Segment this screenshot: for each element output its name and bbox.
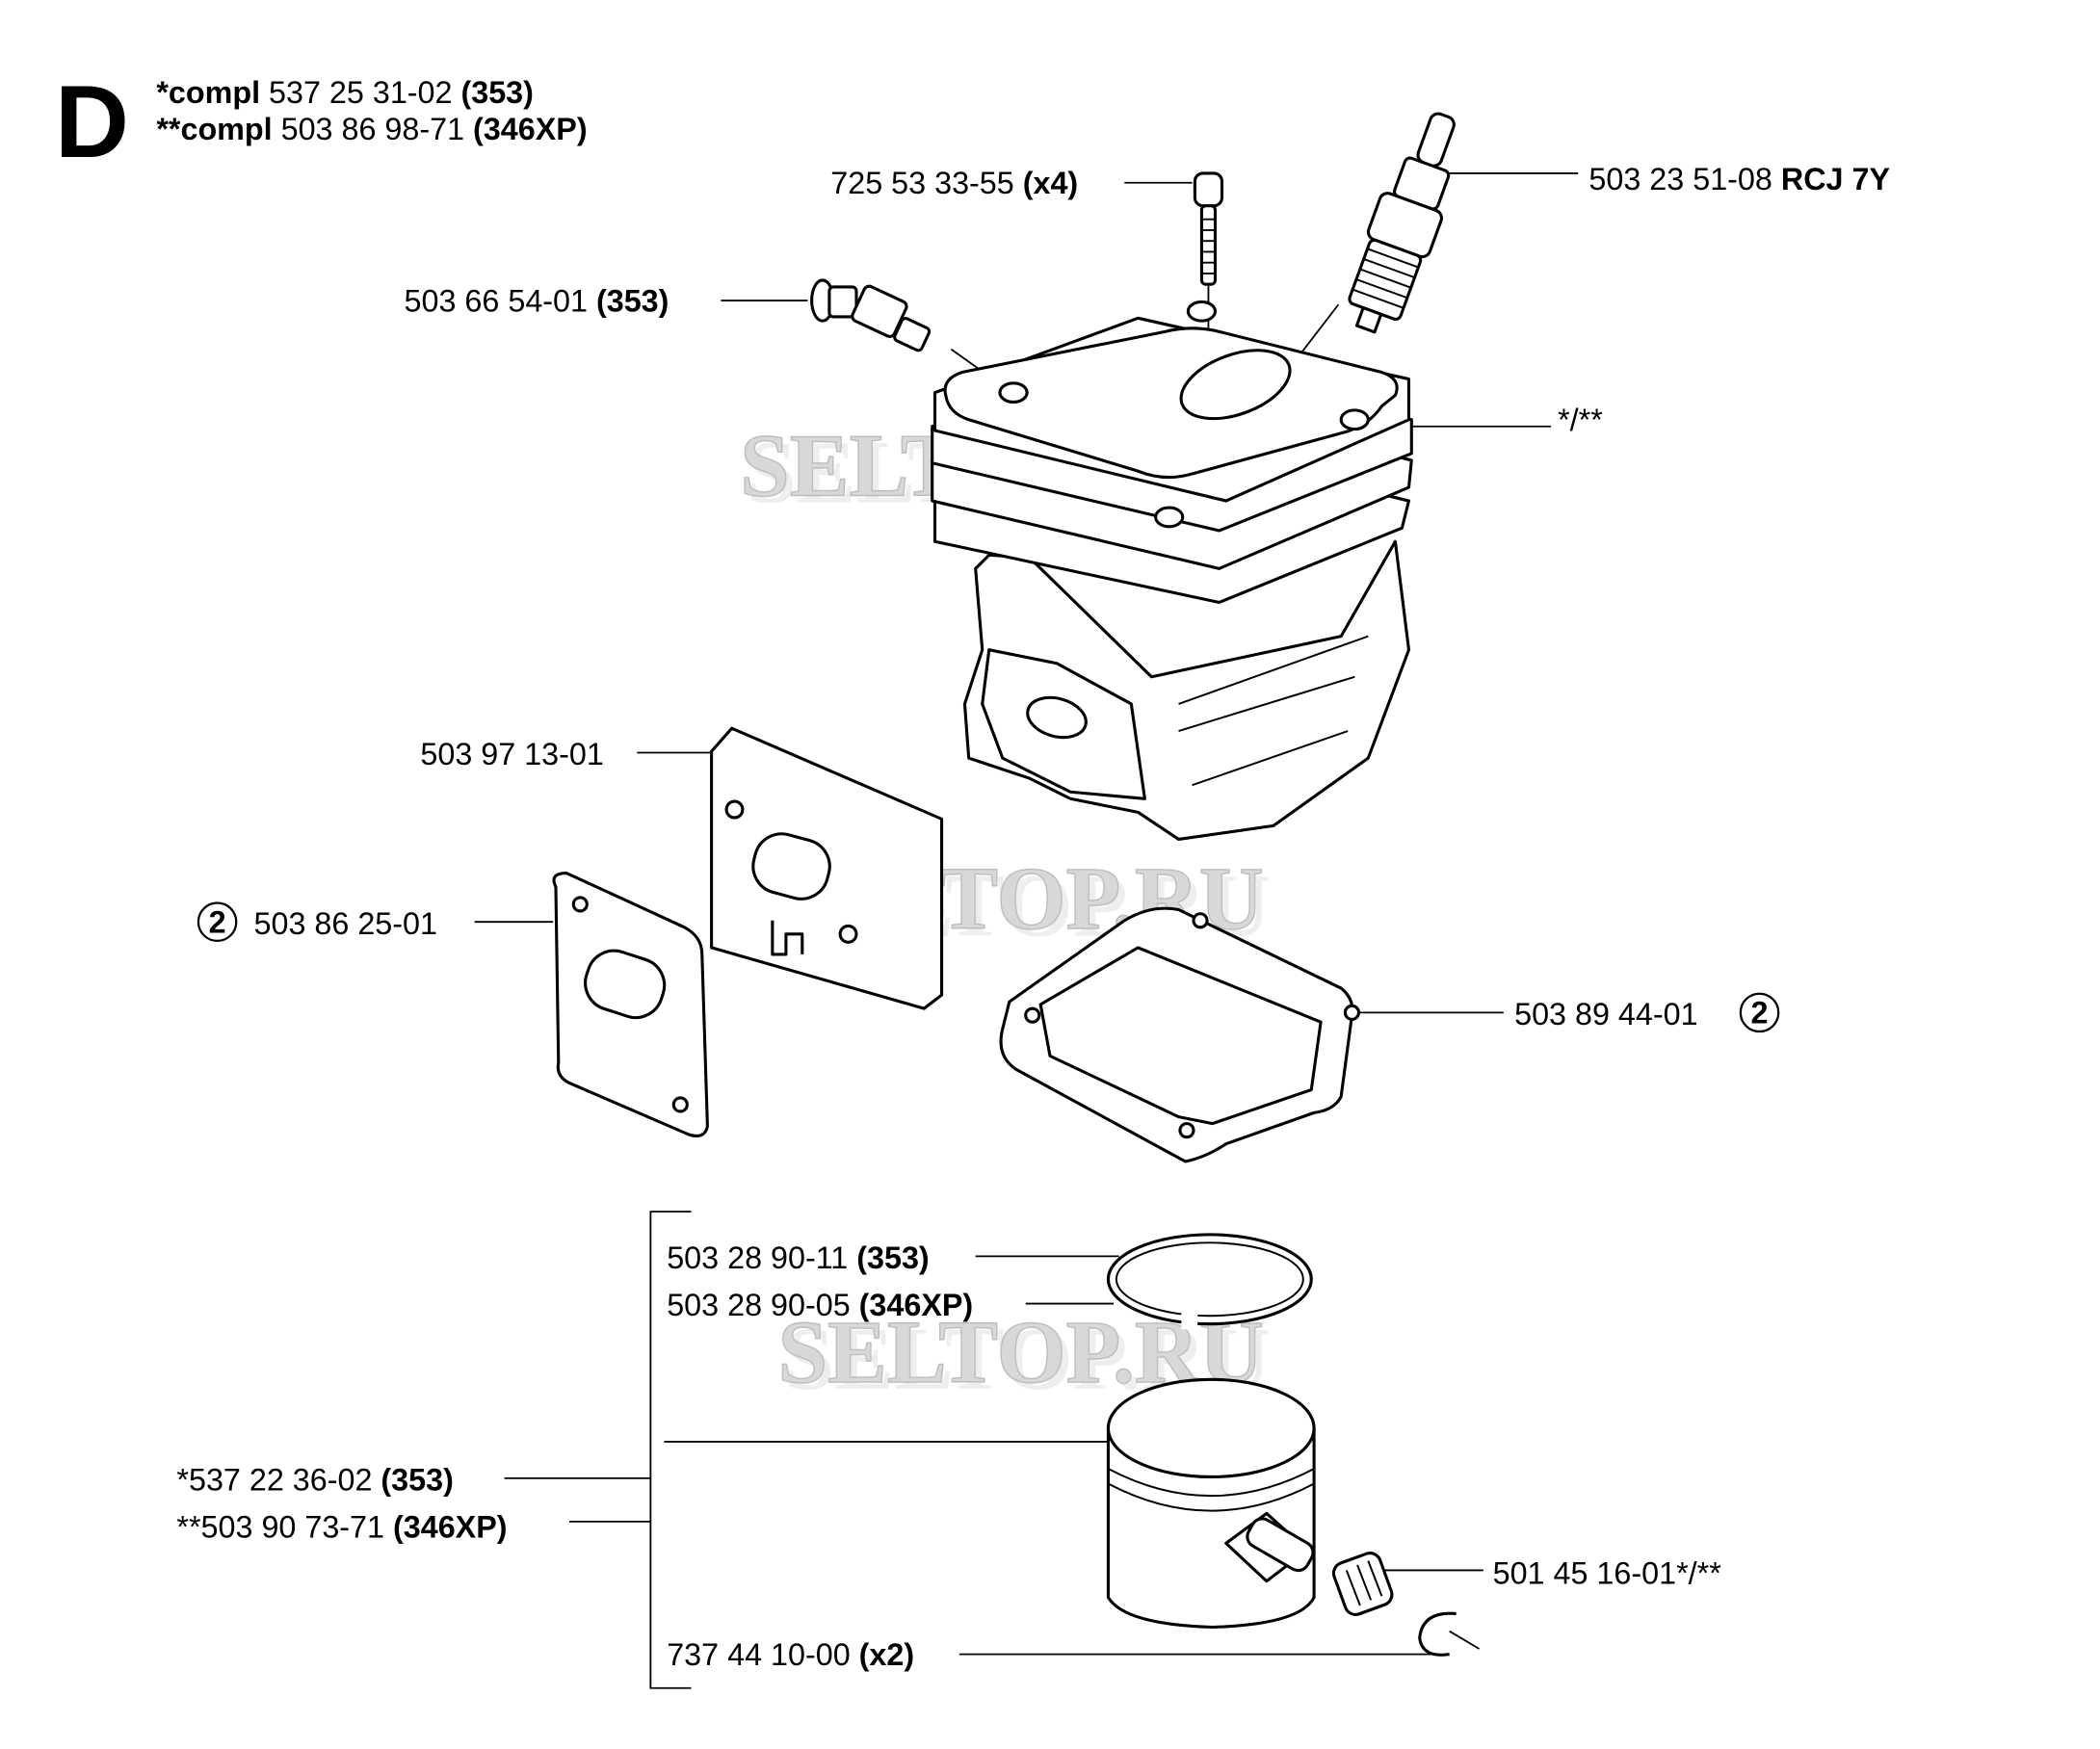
part-number: **503 90 73-71 [176, 1510, 384, 1545]
label-ring-346xp[interactable]: 503 28 90-05 (346XP) [667, 1288, 1115, 1322]
exhaust-gasket-drawing [552, 872, 709, 1137]
model: (353) [856, 1240, 929, 1275]
quantity-badge [1739, 992, 1780, 1033]
part-number: 503 86 25-01 [254, 906, 437, 941]
spark-plug-drawing [1348, 112, 1456, 334]
model: (346XP) [393, 1510, 508, 1545]
svg-text:503 23 51-08 RCJ 7Y: 503 23 51-08 RCJ 7Y [1588, 162, 1890, 196]
model: (346XP) [859, 1288, 974, 1322]
cylinder-base-gasket-drawing [999, 906, 1361, 1163]
needle-bearing-drawing [1331, 1552, 1394, 1616]
label-ring-353[interactable]: 503 28 90-11 (353) [667, 1240, 1119, 1275]
svg-text:**503 90 73-71 (346XP): **503 90 73-71 (346XP) [176, 1510, 507, 1545]
kit-number: 503 86 98-71 [281, 112, 464, 146]
svg-text:*537 22 36-02 (353): *537 22 36-02 (353) [176, 1463, 453, 1498]
part-number: 737 44 10-00 [667, 1637, 850, 1672]
kit-346xp-label: **compl 503 86 98-71 (346XP) [156, 112, 587, 146]
model: (353) [596, 283, 669, 318]
label-base-gasket[interactable]: 503 89 44-01 2 [1354, 992, 1780, 1033]
part-number: 503 23 51-08 [1588, 162, 1772, 196]
plug-type: RCJ 7Y [1781, 162, 1891, 196]
screw-drawing [1193, 171, 1224, 359]
section-letter: D [55, 64, 129, 179]
label-spark-plug[interactable]: 503 23 51-08 RCJ 7Y [1426, 162, 1891, 196]
kit-353-label: *compl 537 25 31-02 (353) [156, 75, 534, 110]
piston-pin-drawing [1246, 1517, 1315, 1573]
part-number: 503 66 54-01 [405, 283, 588, 318]
part-number: */** [1558, 403, 1603, 437]
qty: (x4) [1023, 166, 1078, 200]
part-number: 503 97 13-01 [420, 737, 603, 771]
svg-text:737 44 10-00 (x2): 737 44 10-00 (x2) [667, 1637, 914, 1672]
label-screw[interactable]: 725 53 33-55 (x4) [830, 166, 1193, 200]
kit-prefix: **compl [156, 112, 272, 146]
kit-model: (353) [460, 75, 533, 110]
decomp-valve-drawing [810, 278, 1004, 387]
svg-text:503 28 90-05 (346XP): 503 28 90-05 (346XP) [667, 1288, 973, 1322]
part-number: 725 53 33-55 [830, 166, 1013, 200]
label-needle-bearing[interactable]: 501 45 16-01*/** [1378, 1556, 1722, 1591]
kit-model: (346XP) [473, 112, 588, 146]
piston-ring-drawing [1106, 1233, 1313, 1330]
label-piston-353[interactable]: *537 22 36-02 (353) [176, 1463, 651, 1498]
exhaust-plate-drawing [710, 726, 944, 1010]
circlip-drawing [1418, 1611, 1481, 1657]
part-number: 503 89 44-01 [1514, 997, 1697, 1031]
label-circlip[interactable]: 737 44 10-00 (x2) [667, 1637, 1439, 1672]
svg-text:503 66 54-01 (353): 503 66 54-01 (353) [405, 283, 669, 318]
badge-text: 2 [209, 904, 226, 939]
cylinder-drawing [931, 300, 1413, 842]
model: (353) [381, 1463, 453, 1498]
piston-drawing [1106, 1377, 1316, 1630]
kit-prefix: *compl [156, 75, 260, 110]
badge-text: 2 [1751, 996, 1769, 1031]
part-number: 501 45 16-01*/** [1493, 1556, 1722, 1591]
part-number: *537 22 36-02 [176, 1463, 372, 1498]
label-decomp-valve[interactable]: 503 66 54-01 (353) [405, 283, 808, 318]
part-number: 503 28 90-11 [667, 1240, 848, 1275]
svg-text:725 53 33-55 (x4): 725 53 33-55 (x4) [830, 166, 1078, 200]
label-cylinder[interactable]: */** [1378, 403, 1604, 437]
qty: (x2) [859, 1637, 914, 1672]
quantity-badge [197, 901, 238, 942]
kit-number: 537 25 31-02 [269, 75, 452, 110]
svg-text:503 28 90-11 (353): 503 28 90-11 (353) [667, 1240, 929, 1275]
label-piston-346xp[interactable]: **503 90 73-71 (346XP) [176, 1510, 651, 1545]
label-exhaust-gasket[interactable]: 2 503 86 25-01 [197, 901, 554, 942]
label-exhaust-plate[interactable]: 503 97 13-01 [420, 737, 715, 771]
piston-kit-bracket [649, 1211, 1112, 1689]
part-number: 503 28 90-05 [667, 1288, 850, 1322]
